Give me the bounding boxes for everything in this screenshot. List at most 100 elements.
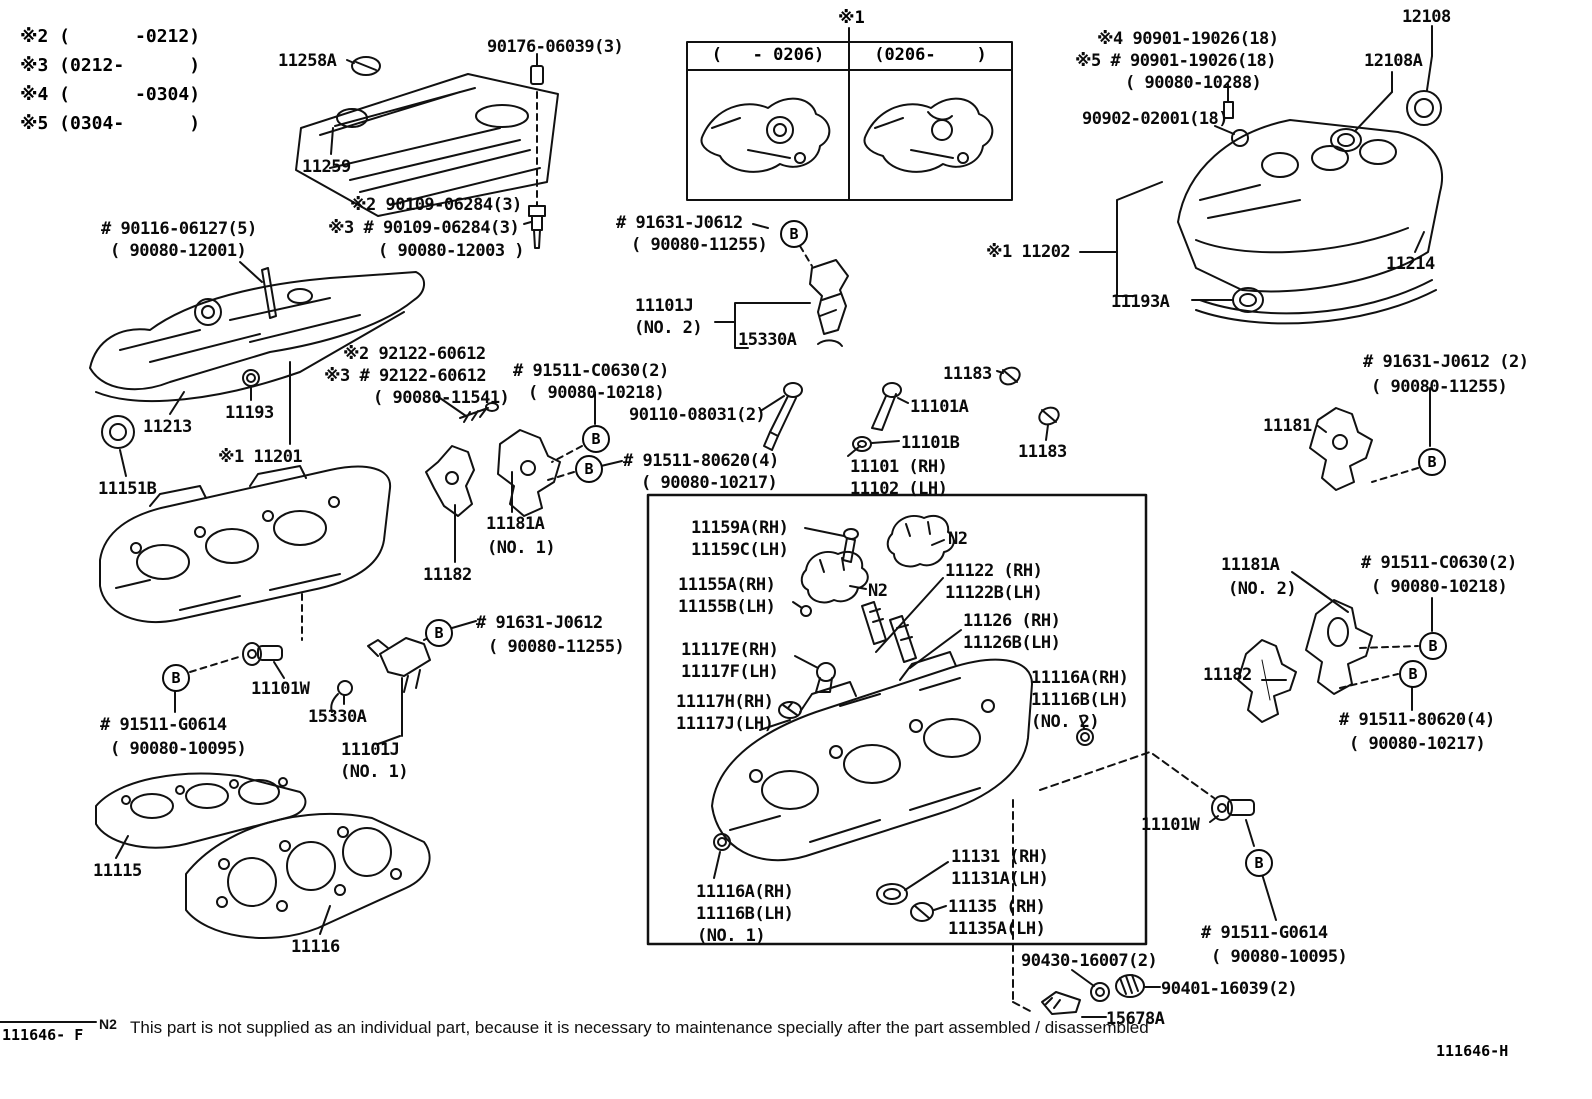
part-label-11151B: 11151B bbox=[98, 479, 157, 499]
part-label-91511-C0630-r: # 91511-C0630(2) bbox=[1361, 553, 1517, 573]
part-label-90080-10217-r: ( 90080-10217) bbox=[1349, 734, 1486, 754]
page-code-right: 111646-H bbox=[1436, 1042, 1509, 1060]
part-label-11202: ※1 11202 bbox=[986, 242, 1071, 262]
part-label-11183-upper: 11183 bbox=[943, 364, 992, 384]
part-label-n2-lower: N2 bbox=[868, 581, 888, 601]
part-label-15678A: 15678A bbox=[1106, 1009, 1165, 1029]
part-label-90080-12003: ( 90080-12003 ) bbox=[378, 241, 525, 261]
part-label-11155: 11155A(RH) 11155B(LH) bbox=[678, 575, 776, 617]
part-label-11193: 11193 bbox=[225, 403, 274, 423]
part-label-90080-12001: ( 90080-12001) bbox=[110, 241, 247, 261]
part-label-92122-a: ※2 92122-60612 bbox=[343, 344, 486, 364]
part-label-15330A-top: 15330A bbox=[738, 330, 797, 350]
part-label-90901-b: ※5 # 90901-19026(18) bbox=[1075, 51, 1277, 71]
b-callout-injector-l: B bbox=[425, 619, 453, 647]
valve-cover-lh-drawing bbox=[89, 261, 425, 477]
b-callout-bracket-r2: B bbox=[1399, 660, 1427, 688]
part-label-11101B: 11101B bbox=[901, 433, 960, 453]
part-label-no1-bracket: (NO. 1) bbox=[487, 538, 556, 558]
part-label-11101W-right: 11101W bbox=[1141, 815, 1200, 835]
cylinder-head-rh-drawing bbox=[711, 651, 1033, 862]
part-label-12108A: 12108A bbox=[1364, 51, 1423, 71]
b-callout-sensor-r: B bbox=[1245, 849, 1273, 877]
part-label-11101A: 11101A bbox=[910, 397, 969, 417]
part-label-11181A-no1: 11181A bbox=[486, 514, 545, 534]
part-label-91511-G0614-r: # 91511-G0614 bbox=[1201, 923, 1328, 943]
plug-11183-drawing bbox=[996, 366, 1060, 441]
part-label-n2-upper: N2 bbox=[948, 529, 968, 549]
part-label-11101J-no2: 11101J bbox=[635, 296, 694, 316]
part-label-11159: 11159A(RH) 11159C(LH) bbox=[691, 518, 789, 560]
part-label-90902-02001: 90902-02001(18) bbox=[1082, 109, 1229, 129]
part-label-11193A: 11193A bbox=[1111, 292, 1170, 312]
cylinder-head-lh-drawing bbox=[99, 465, 392, 641]
part-label-90080-10095-r: ( 90080-10095) bbox=[1211, 947, 1348, 967]
part-label-no2-coil: (NO. 2) bbox=[634, 318, 703, 338]
part-label-91511-80620-r: # 91511-80620(4) bbox=[1339, 710, 1495, 730]
part-label-no2-seal: (NO. 2) bbox=[1031, 712, 1100, 732]
table-col-right: (0206- ) bbox=[874, 45, 987, 65]
part-label-11259: 11259 bbox=[302, 157, 351, 177]
part-label-11182-right: 11182 bbox=[1203, 665, 1252, 685]
part-label-11101J-no1: 11101J bbox=[341, 740, 400, 760]
b-callout-bracket-c2: B bbox=[575, 455, 603, 483]
bolt-spark-plug-drawing bbox=[523, 53, 546, 249]
head-gaskets-drawing bbox=[95, 772, 431, 939]
part-label-11183-lower: 11183 bbox=[1018, 442, 1067, 462]
part-label-90116-06127: # 90116-06127(5) bbox=[101, 219, 257, 239]
head-bolt-washer-drawing bbox=[847, 382, 909, 457]
box-seals-drawing bbox=[713, 715, 1094, 922]
variant-legend: ※2 ( -0212) ※3 (0212- ) ※4 ( -0304) ※5 (… bbox=[20, 26, 201, 134]
part-label-11116AB-no2: 11116A(RH) 11116B(LH) bbox=[1031, 668, 1129, 710]
part-label-no1-injector: (NO. 1) bbox=[340, 762, 409, 782]
variant-table-drawing bbox=[686, 27, 1013, 201]
b-callout-coil: B bbox=[780, 220, 808, 248]
part-label-11182-left: 11182 bbox=[423, 565, 472, 585]
sensor-rh-drawing bbox=[1039, 751, 1277, 921]
part-label-11201: ※1 11201 bbox=[218, 447, 303, 467]
part-label-11117HJ: 11117H(RH) 11117J(LH) bbox=[676, 692, 774, 734]
part-label-91631-2: # 91631-J0612 (2) bbox=[1363, 352, 1529, 372]
drain-parts-drawing bbox=[1012, 799, 1161, 1018]
sensor-injector-lh-drawing bbox=[174, 620, 477, 745]
part-label-91511-80620-c: # 91511-80620(4) bbox=[623, 451, 779, 471]
part-label-91631-top: # 91631-J0612 bbox=[616, 213, 743, 233]
table-flag: ※1 bbox=[838, 8, 865, 28]
part-label-90080-10218-c: ( 90080-10218) bbox=[528, 383, 665, 403]
brackets-rh-drawing bbox=[1237, 571, 1433, 723]
part-label-90080-11255-low: ( 90080-11255) bbox=[488, 637, 625, 657]
part-label-11181A-no2: 11181A bbox=[1221, 555, 1280, 575]
part-label-15330A-low: 15330A bbox=[308, 707, 367, 727]
table-col-left: ( - 0206) bbox=[711, 45, 825, 65]
part-label-90430-16007: 90430-16007(2) bbox=[1021, 951, 1158, 971]
b-callout-sensor-l: B bbox=[162, 664, 190, 692]
part-label-11116: 11116 bbox=[291, 937, 340, 957]
part-label-no2-bracket: (NO. 2) bbox=[1228, 579, 1297, 599]
parts-box-drawing bbox=[646, 493, 1148, 946]
part-label-90080-11541: ( 90080-11541) bbox=[373, 388, 510, 408]
part-label-92122-b: ※3 # 92122-60612 bbox=[324, 366, 487, 386]
part-label-90080-10218-r: ( 90080-10218) bbox=[1371, 577, 1508, 597]
part-label-11115: 11115 bbox=[93, 861, 142, 881]
part-label-12108: 12108 bbox=[1402, 7, 1451, 27]
valve-cover-rh-drawing bbox=[1079, 25, 1443, 325]
part-label-11101-rh: 11101 (RH) bbox=[850, 457, 948, 477]
b-callout-11181: B bbox=[1418, 448, 1446, 476]
note-n2-mark: N2 bbox=[99, 1016, 117, 1032]
part-label-90080-10217-c: ( 90080-10217) bbox=[641, 473, 778, 493]
bolt-90110-drawing bbox=[761, 382, 803, 451]
part-label-11135: 11135 (RH) 11135A(LH) bbox=[948, 897, 1046, 939]
part-label-11102-lh: 11102 (LH) bbox=[850, 479, 948, 499]
part-label-90176-06039: 90176-06039(3) bbox=[487, 37, 624, 57]
part-label-11122: 11122 (RH) 11122B(LH) bbox=[945, 561, 1043, 603]
note-text: This part is not supplied as an individu… bbox=[130, 1018, 1149, 1037]
part-label-91511-G0614-l: # 91511-G0614 bbox=[100, 715, 227, 735]
part-label-90109-06284-b: ※3 # 90109-06284(3) bbox=[328, 218, 520, 238]
b-callout-bracket-c1: B bbox=[582, 425, 610, 453]
engine-cover-drawing bbox=[295, 56, 559, 217]
part-label-11131: 11131 (RH) 11131A(LH) bbox=[951, 847, 1049, 889]
brackets-center-drawing bbox=[425, 391, 623, 563]
rocker-parts-drawing bbox=[778, 514, 962, 719]
part-label-11126: 11126 (RH) 11126B(LH) bbox=[963, 611, 1061, 653]
